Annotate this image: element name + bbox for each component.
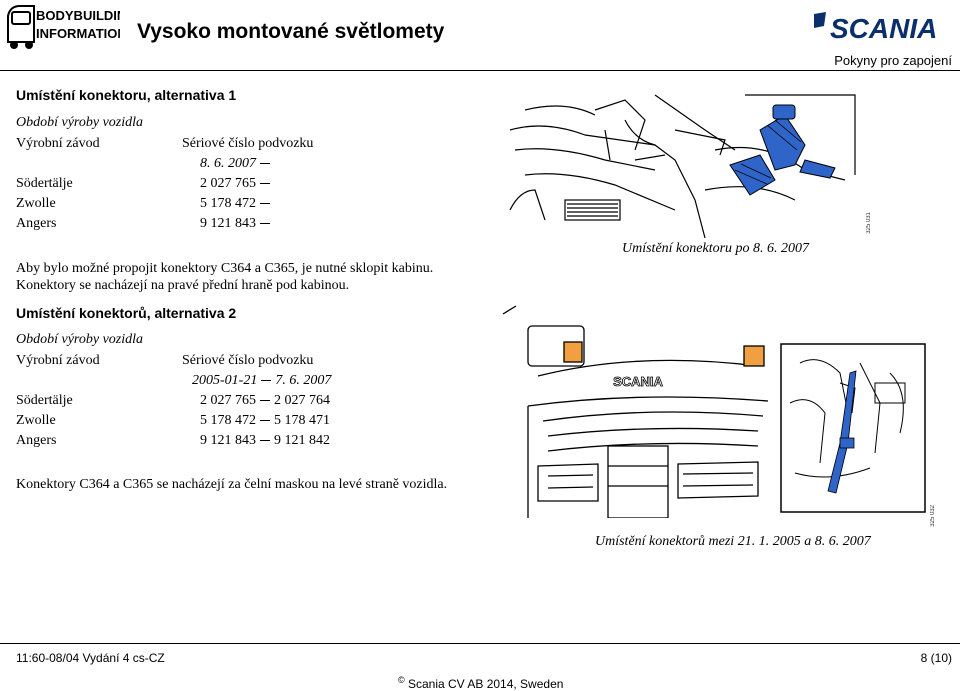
- figure2-caption: Umístění konektorů mezi 21. 1. 2005 a 8.…: [595, 534, 871, 549]
- section1-col-chassis: Sériové číslo podvozku: [182, 136, 314, 151]
- section2-row-plant: Zwolle: [16, 413, 56, 428]
- section2-note: Konektory C364 a C365 se nacházejí za če…: [16, 477, 448, 492]
- section1-row-plant: Zwolle: [16, 196, 56, 211]
- page-title: Vysoko montované světlomety: [137, 20, 445, 43]
- figure-truck-front: SCANIA: [502, 305, 769, 518]
- footer-page-number: 8 (10): [920, 651, 952, 665]
- section1-date: 8. 6. 2007: [200, 156, 274, 172]
- logo-line-2: INFORMATION: [36, 26, 120, 41]
- section2-col-factory: Výrobní závod: [16, 353, 100, 368]
- figure-inset-connectors: [780, 343, 926, 513]
- figure-connector-under-cab: [509, 94, 856, 238]
- section2-col-chassis: Sériové číslo podvozku: [182, 353, 314, 368]
- footer-copyright: © Scania CV AB 2014, Sweden: [398, 675, 564, 691]
- section1-heading: Umístění konektoru, alternativa 1: [16, 87, 237, 103]
- footer-divider: [0, 643, 960, 644]
- section1-row-value: 5 178 472: [200, 196, 274, 212]
- scania-logo: SCANIA: [814, 12, 937, 44]
- section1-row-plant: Angers: [16, 216, 57, 231]
- section2-row-plant: Södertälje: [16, 393, 73, 408]
- logo-line-1: BODYBUILDING: [36, 8, 120, 23]
- section1-note-line-1: Aby bylo možné propojit konektory C364 a…: [16, 261, 434, 276]
- bodybuilding-information-logo: BODYBUILDING INFORMATION: [7, 5, 120, 49]
- section2-period-label: Období výroby vozidla: [16, 332, 144, 347]
- footer-doc-ref: 11:60-08/04 Vydání 4 cs-CZ: [16, 651, 165, 665]
- section1-col-factory: Výrobní závod: [16, 136, 100, 151]
- header-divider: [0, 70, 960, 71]
- section1-period-label: Období výroby vozidla: [16, 115, 144, 130]
- section1-row-value: 9 121 843: [200, 216, 274, 232]
- section1-row-value: 2 027 765: [200, 176, 274, 192]
- scania-logo-text: SCANIA: [830, 13, 937, 44]
- figure1-id: 325 031: [866, 212, 872, 234]
- section1-row-plant: Södertälje: [16, 176, 73, 191]
- figure1-caption: Umístění konektoru po 8. 6. 2007: [622, 241, 810, 256]
- page-subtitle: Pokyny pro zapojení: [834, 53, 952, 68]
- section2-heading: Umístění konektorů, alternativa 2: [16, 305, 237, 321]
- section2-row-plant: Angers: [16, 433, 57, 448]
- grille-brand-text: SCANIA: [613, 374, 663, 389]
- section1-note-line-2: Konektory se nacházejí na pravé přední h…: [16, 278, 350, 293]
- figure2-id: 325 032: [930, 505, 936, 527]
